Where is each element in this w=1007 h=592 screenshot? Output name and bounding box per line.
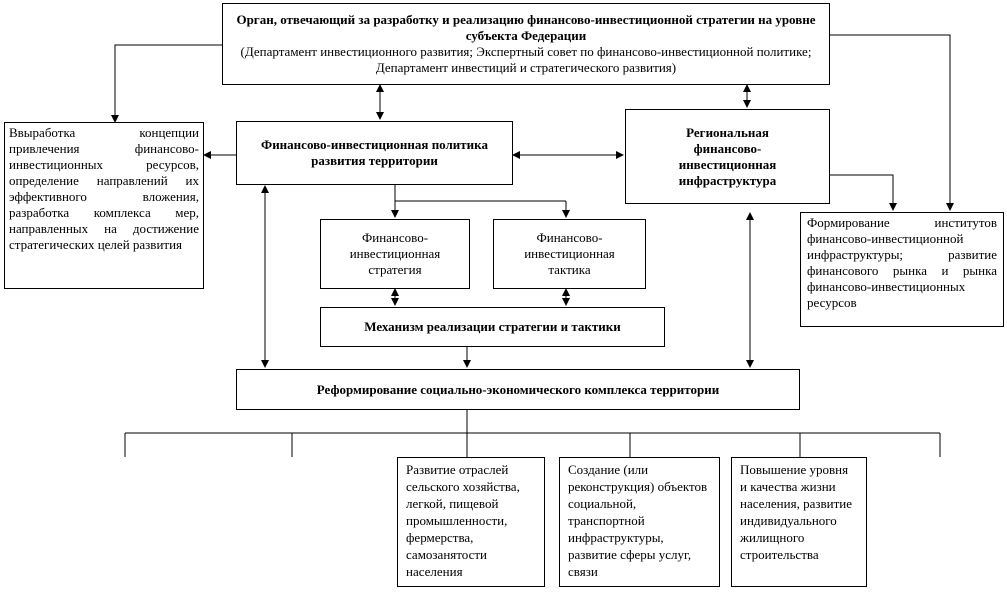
left-note-box: Ввыработка концепции привлечения финансо… (4, 122, 204, 289)
regional-infra-box: Региональная финансово-инвестиционная ин… (625, 109, 830, 204)
fin-policy-box: Финансово-инвестиционная политика развит… (236, 121, 513, 185)
branch-box-infrastructure: Создание (или реконструкция) объектов со… (559, 457, 720, 587)
tactics-box: Финансово-инвестиционная тактика (493, 219, 646, 289)
fin-policy-text: Финансово-инвестиционная политика развит… (261, 137, 488, 168)
branch-text-living-standards: Повышение уровня и качества жизни населе… (740, 462, 852, 562)
governing-body-subtitle: (Департамент инвестиционного развития; Э… (240, 44, 812, 75)
tactics-text: Финансово-инвестиционная тактика (524, 230, 615, 277)
reform-text: Реформирование социально-экономического … (316, 381, 720, 397)
right-note-box: Формирование институтов финансово-инвест… (800, 212, 1004, 327)
right-note-text: Формирование институтов финансово-инвест… (807, 215, 997, 310)
arrow-top-to-left-note (111, 44, 222, 123)
branch-box-living-standards: Повышение уровня и качества жизни населе… (731, 457, 867, 587)
left-note-text: Ввыработка концепции привлечения финансо… (9, 125, 199, 252)
branch-box-agriculture: Развитие отраслей сельского хозяйства, л… (397, 457, 545, 587)
strategy-box: Финансово-инвестиционная стратегия (320, 219, 470, 289)
branch-text-infrastructure: Создание (или реконструкция) объектов со… (568, 462, 708, 579)
arrow-top-to-right-note (830, 34, 954, 211)
strategy-text: Финансово-инвестиционная стратегия (349, 230, 441, 277)
governing-body-box: Орган, отвечающий за разработку и реализ… (222, 3, 830, 85)
branch-text-agriculture: Развитие отраслей сельского хозяйства, л… (406, 462, 520, 579)
mechanism-text: Механизм реализации стратегии и тактики (364, 319, 621, 334)
governing-body-title: Орган, отвечающий за разработку и реализ… (236, 12, 816, 43)
regional-infra-text: Региональная финансово-инвестиционная ин… (678, 124, 777, 188)
arrow-regional-infra-to-right-note (830, 174, 897, 211)
mechanism-box: Механизм реализации стратегии и тактики (320, 307, 665, 347)
reform-box: Реформирование социально-экономического … (236, 369, 800, 410)
